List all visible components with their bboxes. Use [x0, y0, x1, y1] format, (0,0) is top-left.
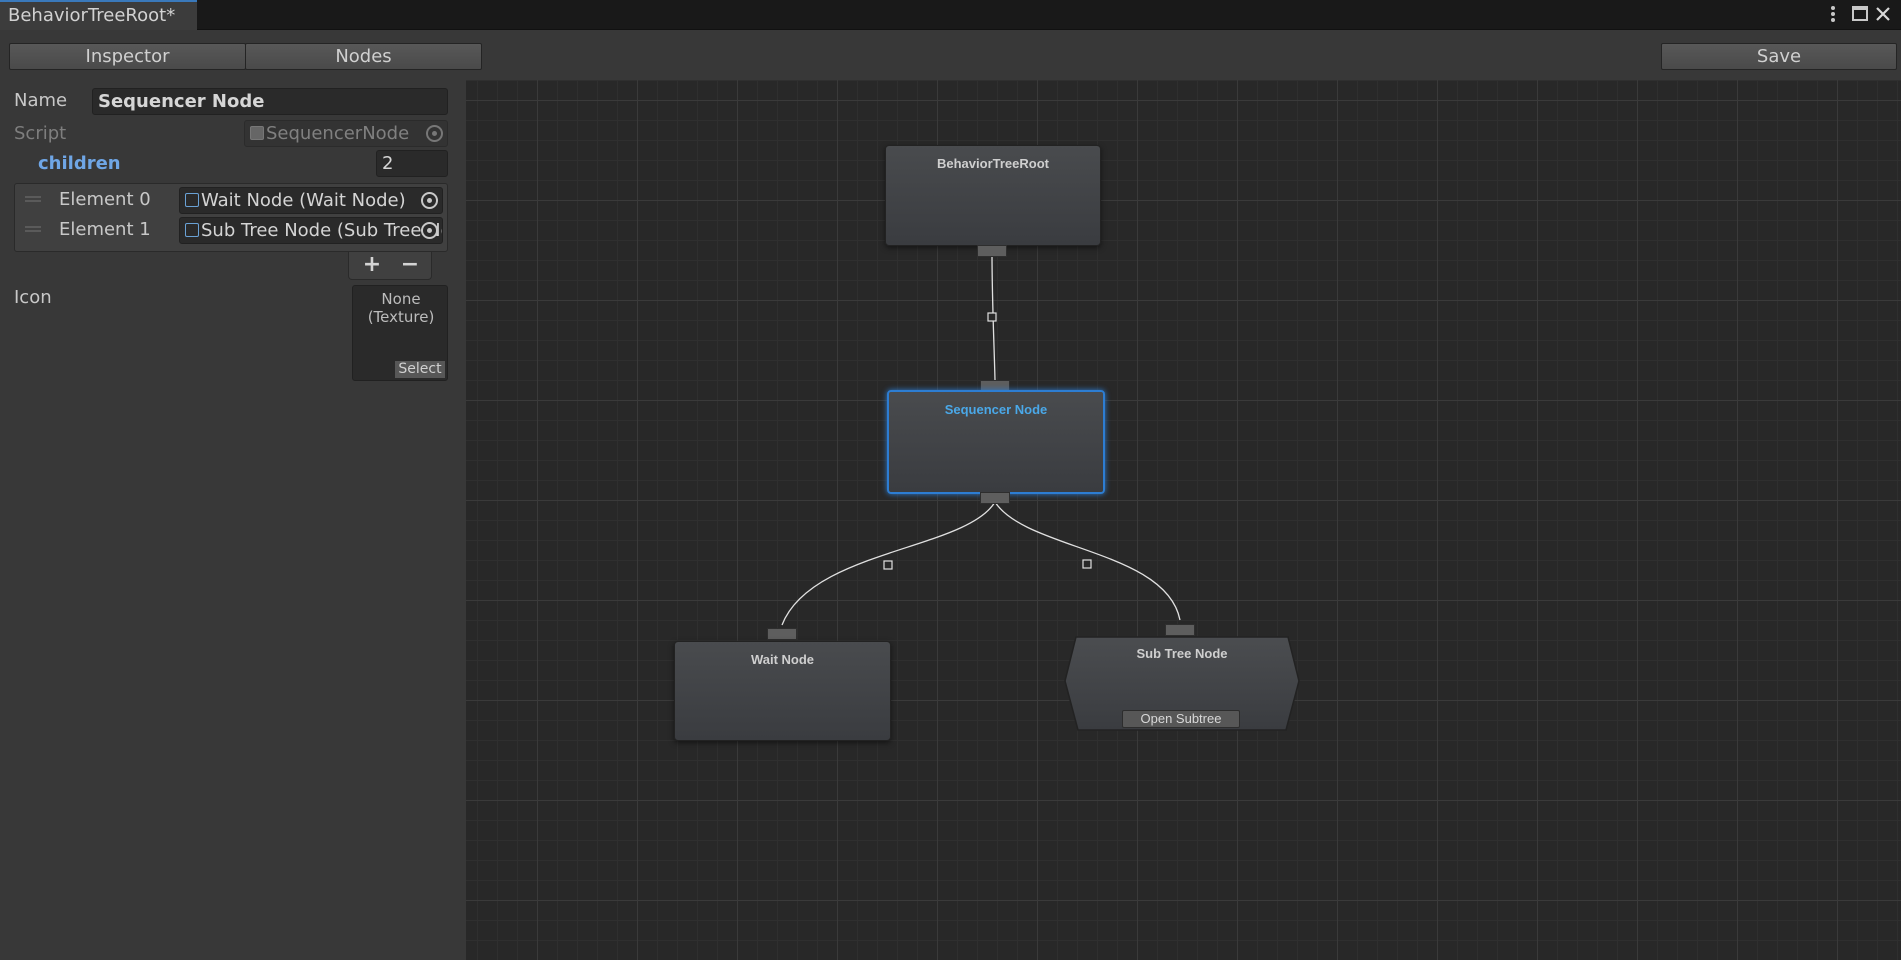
name-label: Name: [14, 90, 68, 111]
node-wait[interactable]: Wait Node: [674, 641, 891, 741]
element-0-field[interactable]: Wait Node (Wait Node): [179, 187, 443, 214]
element-0-label: Element 0: [59, 189, 151, 210]
node-title: BehaviorTreeRoot: [937, 156, 1049, 171]
node-sequencer[interactable]: Sequencer Node: [887, 390, 1105, 494]
input-port[interactable]: [1165, 624, 1195, 636]
output-port[interactable]: [980, 492, 1010, 504]
icon-texture-field[interactable]: None (Texture) Select: [352, 285, 448, 381]
node-subtree-title: Sub Tree Node: [1136, 646, 1228, 661]
edge-midpoint-marker: [1082, 559, 1092, 569]
save-button[interactable]: Save: [1661, 43, 1897, 70]
open-subtree-button[interactable]: Open Subtree: [1122, 710, 1240, 728]
edge-sequencer-subtree: [994, 501, 1181, 621]
close-icon[interactable]: [1872, 2, 1894, 26]
input-port[interactable]: [767, 628, 797, 640]
node-behavior-tree-root[interactable]: BehaviorTreeRoot: [885, 145, 1101, 246]
edge-midpoint-marker: [883, 560, 893, 570]
node-title: Sequencer Node: [944, 402, 1048, 417]
texture-select-button[interactable]: Select: [395, 361, 445, 378]
edge-sequencer-wait: [781, 501, 996, 626]
output-port[interactable]: [977, 245, 1007, 257]
script-value: SequencerNode: [266, 123, 410, 144]
object-picker-icon[interactable]: [421, 192, 438, 209]
add-element-button[interactable]: +: [362, 252, 382, 277]
name-field[interactable]: Sequencer Node: [92, 88, 448, 115]
element-1-field[interactable]: Sub Tree Node (Sub Tree Node): [179, 217, 443, 244]
children-count-field[interactable]: 2: [376, 150, 448, 177]
element-1-label: Element 1: [59, 219, 151, 240]
icon-label: Icon: [14, 287, 52, 308]
inspector-panel: Name Sequencer Node Script SequencerNode…: [0, 80, 458, 960]
prefab-icon: [185, 223, 199, 237]
texture-value: None (Texture): [367, 290, 435, 326]
inspector-tab-button[interactable]: Inspector: [9, 43, 246, 70]
script-picker-icon: [426, 125, 443, 142]
remove-element-button[interactable]: −: [400, 252, 420, 277]
script-field: SequencerNode: [244, 120, 448, 147]
drag-handle-icon[interactable]: [25, 196, 41, 202]
list-add-remove-bar: + −: [348, 252, 432, 280]
drag-handle-icon[interactable]: [25, 226, 41, 232]
prefab-icon: [185, 193, 199, 207]
graph-edges: [781, 252, 1181, 626]
title-bar: BehaviorTreeRoot*: [0, 0, 1901, 30]
children-foldout-label[interactable]: children: [38, 153, 121, 174]
element-0-value: Wait Node (Wait Node): [201, 190, 406, 211]
element-1-value: Sub Tree Node (Sub Tree Node): [201, 220, 442, 241]
node-subtree-shape[interactable]: [1064, 636, 1300, 734]
kebab-menu-icon[interactable]: [1822, 2, 1844, 26]
node-graph-canvas[interactable]: BehaviorTreeRoot Sequencer Node Wait Nod…: [466, 80, 1901, 960]
node-title: Wait Node: [750, 652, 815, 667]
object-picker-icon[interactable]: [421, 222, 438, 239]
script-label: Script: [14, 123, 67, 144]
children-list: Element 0 Wait Node (Wait Node) Element …: [14, 183, 448, 252]
maximize-icon[interactable]: [1849, 2, 1871, 26]
script-file-icon: [250, 126, 264, 140]
nodes-tab-button[interactable]: Nodes: [245, 43, 482, 70]
edge-midpoint-marker: [987, 312, 997, 322]
window-tab[interactable]: BehaviorTreeRoot*: [0, 0, 198, 30]
